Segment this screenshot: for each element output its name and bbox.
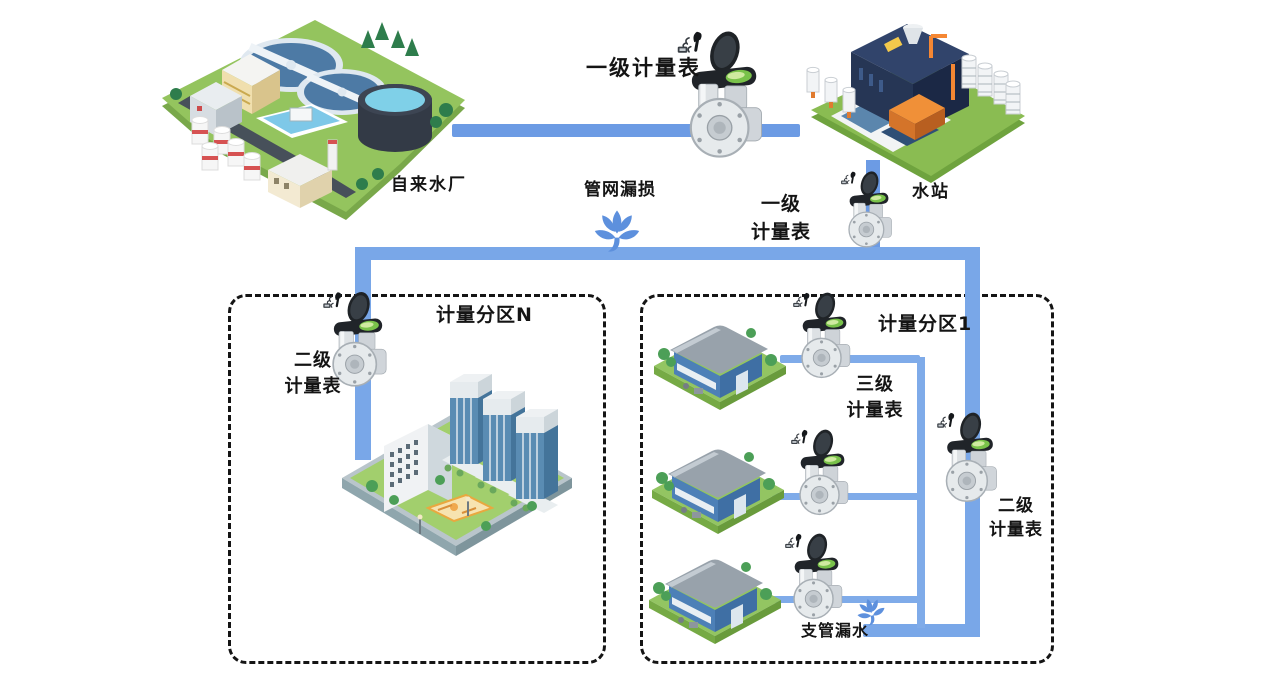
water-station-illustration	[806, 24, 1025, 183]
tertiary-meter-label: 三级 计量表	[846, 374, 904, 421]
tertiary-meter-3-icon	[784, 532, 849, 622]
secondary-meter-zone-1-label: 二级 计量表	[989, 496, 1043, 540]
midrise-building	[384, 424, 452, 512]
water-station-label: 水站	[912, 182, 950, 202]
primary-meter-station-icon	[840, 170, 898, 250]
tertiary-meter-1-icon	[792, 291, 857, 381]
city-block-illustration	[342, 374, 572, 556]
branch-leak-label: 支管漏水	[801, 621, 870, 640]
pipe-zone-1-riser	[917, 357, 925, 628]
plant-building-workshop	[268, 154, 332, 208]
pipe-zone-1-bottom	[863, 624, 980, 637]
factory-illustration-2	[652, 449, 784, 534]
station-machine	[889, 94, 945, 140]
water-plant-illustration	[162, 20, 465, 220]
warehouse-building	[665, 559, 763, 632]
zone-1-label: 计量分区1	[878, 313, 973, 335]
network-leak-splash-icon	[592, 208, 642, 254]
zone-n-box	[228, 294, 606, 664]
factory-illustration-1	[654, 325, 786, 410]
factory-illustration-3	[649, 559, 781, 644]
plant-chimney	[327, 139, 338, 171]
tower-3	[508, 409, 558, 513]
tower-1	[442, 374, 492, 478]
secondary-meter-zone-1-icon	[936, 411, 1004, 505]
factory-trees	[653, 562, 772, 601]
network-leak-label: 管网漏损	[584, 180, 656, 200]
warehouse-building	[668, 449, 766, 522]
plant-building-admin	[190, 82, 242, 136]
factory-trees	[658, 328, 777, 367]
zone-n-label: 计量分区N	[436, 304, 533, 326]
primary-meter-station-label: 一级 计量表	[750, 193, 811, 243]
storage-tank	[358, 84, 432, 152]
pipe-factory-3	[766, 596, 920, 603]
tertiary-meter-2-icon	[790, 428, 855, 518]
secondary-meter-zone-n-label: 二级 计量表	[284, 350, 342, 397]
plant-pool	[256, 104, 348, 138]
zone-1-box	[640, 294, 1054, 664]
station-tanks-left	[806, 66, 856, 118]
factory-trees	[656, 452, 775, 491]
primary-meter-top-label: 一级计量表	[586, 56, 701, 80]
city-trees	[366, 475, 537, 534]
water-plant-label: 自来水厂	[391, 175, 467, 195]
station-tanks-right	[961, 54, 1021, 115]
primary-meter-top-icon	[676, 29, 772, 162]
pipe-distribution-main	[355, 247, 980, 260]
warehouse-building	[670, 325, 768, 398]
silo-tanks	[191, 116, 261, 181]
plant-trees	[170, 22, 453, 190]
